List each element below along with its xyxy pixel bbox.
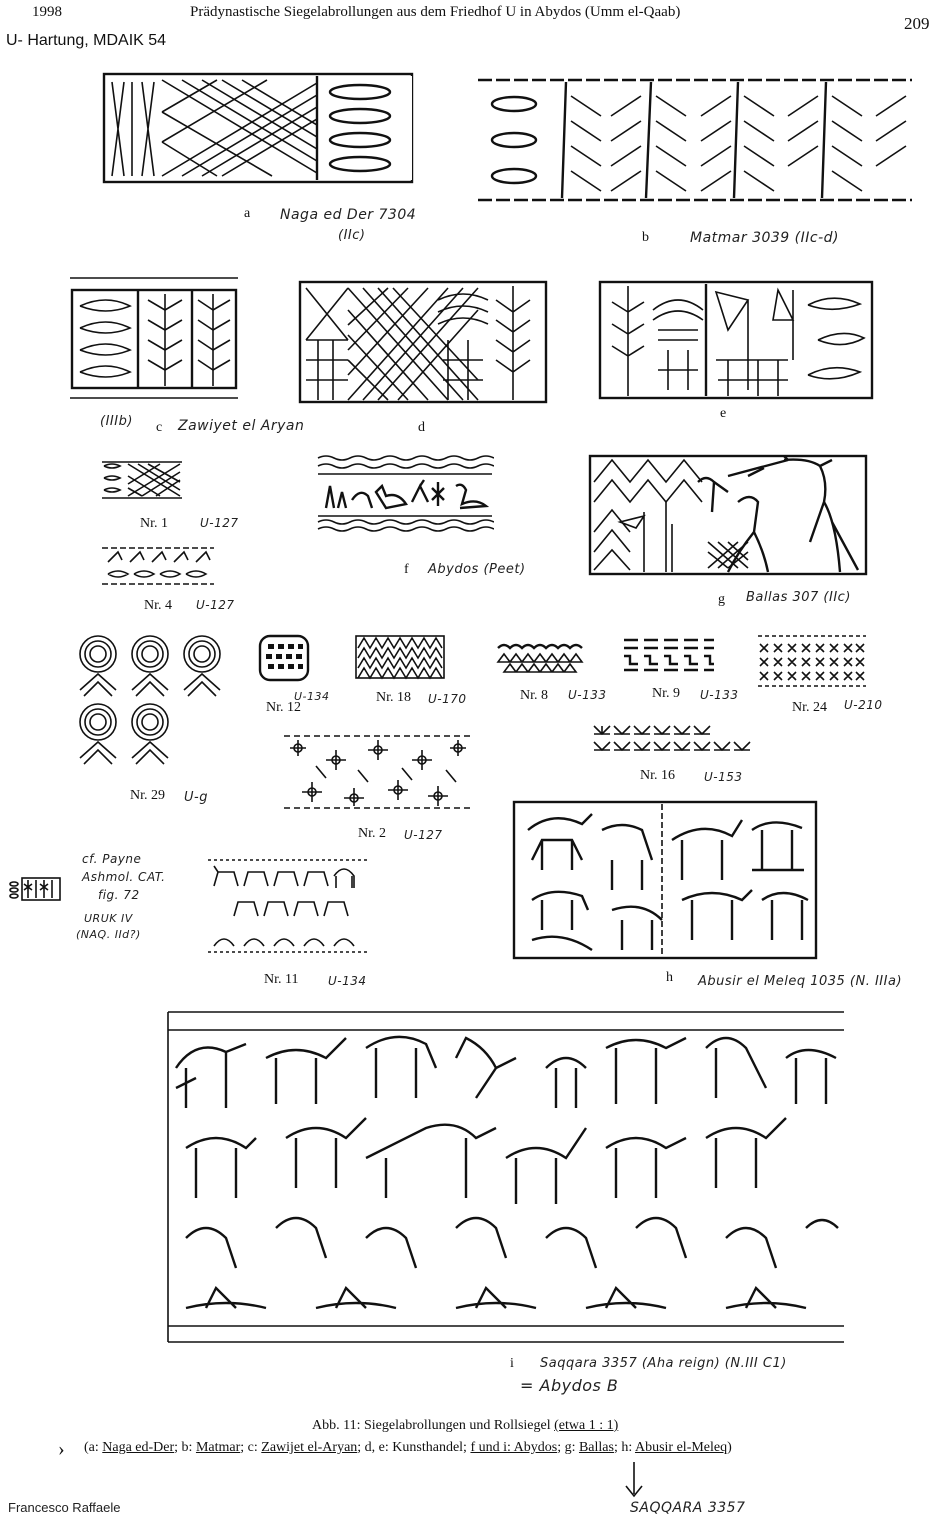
seal-nr29 [76, 632, 226, 766]
seal-nr12 [258, 634, 310, 682]
seal-nr24 [756, 632, 868, 688]
figure-b-note: Matmar 3039 (IIc-d) [690, 230, 839, 246]
seal-nr18-note: U-170 [428, 692, 467, 706]
side-note-line5: (NAQ. IId?) [76, 928, 141, 941]
seal-nr4-label: Nr. 4 [144, 598, 172, 613]
caption-scale: (etwa 1 : 1) [554, 1418, 619, 1433]
figure-f-note: Abydos (Peet) [428, 562, 526, 577]
down-arrow-icon [622, 1460, 646, 1500]
figure-b-letter: b [642, 230, 649, 245]
caption-sep-g: ; g: [557, 1440, 579, 1455]
caption-close: ) [727, 1440, 732, 1455]
caption-abusir: Abusir el-Meleq [634, 1440, 728, 1455]
seal-nr8-note: U-133 [568, 688, 607, 702]
figure-c-note: Zawiyet el Aryan [178, 418, 305, 434]
seal-nr8 [494, 638, 590, 678]
annotation-saqqara: SAQQARA 3357 [630, 1500, 746, 1516]
seal-nr12-note: U-134 [294, 690, 330, 703]
seal-impression-b [476, 76, 914, 204]
figure-h-note: Abusir el Meleq 1035 (N. IIIa) [698, 974, 903, 989]
side-note-line1: cf. Payne [82, 852, 142, 866]
seal-nr11-note: U-134 [328, 974, 367, 988]
seal-nr1-label: Nr. 1 [140, 516, 168, 531]
seal-nr11-label: Nr. 11 [264, 972, 299, 987]
figure-e-letter: e [720, 406, 727, 421]
page-number: 209 [904, 14, 930, 33]
seal-impression-i [166, 1008, 846, 1348]
figure-d-letter: d [418, 420, 425, 435]
seal-nr9-note: U-133 [700, 688, 739, 702]
figure-f-letter: f [404, 562, 409, 577]
figure-i-note2: = Abydos B [520, 1376, 619, 1395]
caption-sep-c: ; c: [240, 1440, 262, 1455]
seal-nr24-label: Nr. 24 [792, 700, 827, 715]
caption-matmar: Matmar [195, 1440, 241, 1455]
figure-g-note: Ballas 307 (IIc) [746, 590, 851, 605]
seal-nr2 [282, 730, 472, 812]
seal-nr24-note: U-210 [844, 698, 883, 712]
seal-nr29-note: U-g [184, 790, 208, 805]
arrow-mark: › [58, 1438, 65, 1460]
credit: Francesco Raffaele [8, 1500, 121, 1515]
seal-nr29-label: Nr. 29 [130, 788, 165, 803]
caption-text: Siegelabrollungen und Rollsiegel [363, 1418, 551, 1433]
caption-ballas: Ballas [578, 1440, 614, 1455]
caption-sep-h: ; h: [613, 1440, 635, 1455]
small-seal-sketch [8, 876, 62, 902]
figure-g-letter: g [718, 592, 725, 607]
seal-nr1-note: U-127 [200, 516, 239, 530]
figure-c-letter: c [156, 420, 163, 435]
seal-nr1 [100, 458, 184, 500]
caption-sep-b: ; b: [174, 1440, 196, 1455]
seal-impression-a [102, 72, 414, 184]
seal-impression-g [588, 452, 868, 576]
side-note-line2: Ashmol. CAT. [82, 870, 166, 884]
seal-nr16-label: Nr. 16 [640, 768, 675, 783]
caption-sep-de: ; d, e: Kunsthandel; [357, 1440, 471, 1455]
figure-h-letter: h [666, 970, 673, 985]
seal-nr2-label: Nr. 2 [358, 826, 386, 841]
figure-a-letter: a [244, 206, 251, 221]
caption-line2: (a: Naga ed-Der; b: Matmar; c: Zawijet e… [84, 1440, 732, 1456]
seal-nr18 [354, 634, 446, 680]
caption-zawijet: Zawijet el-Aryan [261, 1440, 358, 1455]
caption-naga: Naga ed-Der [102, 1440, 175, 1455]
caption-open: (a: [84, 1440, 103, 1455]
seal-nr12-label: Nr. 12 [266, 700, 301, 715]
caption-abydos: f und i: Abydos [470, 1440, 558, 1455]
seal-nr9-label: Nr. 9 [652, 686, 680, 701]
figure-i-letter: i [510, 1356, 514, 1371]
side-note-line3: fig. 72 [98, 888, 140, 902]
source-note: U- Hartung, MDAIK 54 [6, 32, 167, 49]
figure-i-note: Saqqara 3357 (Aha reign) (N.III C1) [540, 1356, 787, 1371]
seal-impression-h [512, 800, 818, 960]
caption-prefix: Abb. 11: [312, 1418, 361, 1433]
figure-a-note2: (IIc) [338, 228, 366, 243]
seal-impression-f [316, 452, 494, 532]
header-title: Prädynastische Siegelabrollungen aus dem… [190, 4, 681, 20]
header-year: 1998 [32, 4, 62, 20]
figure-a-note: Naga ed Der 7304 [280, 207, 417, 223]
seal-impression-c [68, 276, 240, 400]
seal-nr18-label: Nr. 18 [376, 690, 411, 705]
seal-nr4-note: U-127 [196, 598, 235, 612]
seal-nr9 [620, 634, 716, 674]
seal-nr16-note: U-153 [704, 770, 743, 784]
side-note-line4: URUK IV [84, 912, 133, 925]
caption-line1: Abb. 11: Siegelabrollungen und Rollsiege… [312, 1418, 618, 1434]
seal-impression-d [298, 280, 548, 404]
seal-impression-e [598, 280, 874, 400]
seal-nr16 [590, 720, 758, 756]
seal-nr8-label: Nr. 8 [520, 688, 548, 703]
seal-nr2-note: U-127 [404, 828, 443, 842]
seal-nr4 [100, 544, 216, 586]
seal-nr11 [204, 856, 374, 956]
figure-c-note-left: (IIIb) [100, 414, 133, 429]
